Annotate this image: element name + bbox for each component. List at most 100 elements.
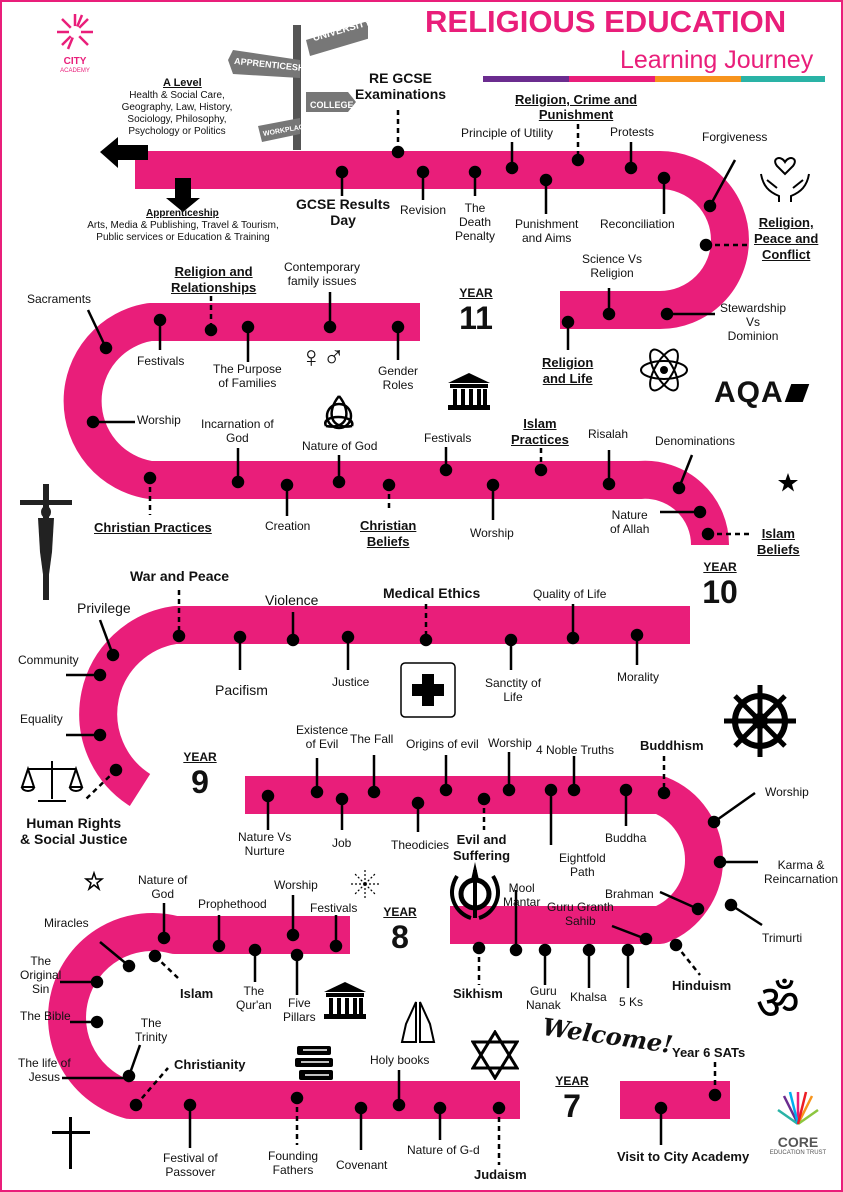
original-sin-label: The Original Sin: [20, 954, 62, 996]
school-name: CITY: [63, 56, 87, 67]
morality-label: Morality: [617, 670, 660, 684]
festivals-y10-label: Festivals: [424, 431, 472, 445]
hinduism-title: Hinduism: [672, 978, 732, 993]
covenant-label: Covenant: [336, 1158, 388, 1172]
quran-label: The Qur'an: [236, 984, 272, 1012]
brahman-label: Brahman: [605, 887, 654, 901]
worship-c-label: Worship: [137, 413, 181, 427]
pacifism-label: Pacifism: [215, 682, 268, 698]
praying-hands-icon: [400, 1001, 436, 1043]
human-rights-title: Human Rights & Social Justice: [20, 815, 128, 847]
incarnation-label: Incarnation of God: [201, 417, 274, 445]
eightfold-label: Eightfold Path: [559, 851, 606, 879]
fireworks-icon: [349, 868, 381, 900]
atom-icon: [640, 348, 688, 392]
risalah-label: Risalah: [588, 427, 629, 441]
page-title: RELIGIOUS EDUCATION: [425, 4, 787, 39]
origins-evil-label: Origins of evil: [406, 737, 479, 751]
passover-label: Festival of Passover: [163, 1151, 218, 1179]
medical-cross-icon: [400, 662, 456, 718]
trinity-knot-icon: [324, 395, 354, 430]
hands-heart-icon: [760, 157, 810, 202]
relationships-title: Religion and Relationships: [171, 264, 257, 295]
a-level-title: A Level: [163, 77, 202, 89]
buddhism-title: Buddhism: [640, 738, 704, 753]
core-burst-icon: [777, 1091, 819, 1126]
worship-i-y8-label: Worship: [274, 878, 318, 892]
gender-symbols-icon: ♀♂: [300, 341, 345, 374]
protests-label: Protests: [610, 125, 655, 139]
year6-sats-title: Year 6 SATs: [672, 1045, 746, 1060]
visit-city-academy-title: Visit to City Academy: [617, 1149, 750, 1164]
temple-icon: [448, 373, 490, 410]
science-religion-label: Science Vs Religion: [582, 252, 643, 280]
privilege-label: Privilege: [77, 600, 131, 616]
guru-granth-label: Guru Granth Sahib: [547, 900, 614, 928]
revision-label: Revision: [400, 203, 447, 217]
nature-god-label: Nature of God: [302, 439, 378, 453]
cross-icon: [52, 1117, 90, 1169]
peace-conflict-title: Religion, Peace and Conflict: [754, 215, 819, 262]
life-jesus-label: The life of Jesus: [18, 1056, 71, 1084]
forgiveness-label: Forgiveness: [702, 130, 768, 144]
community-label: Community: [18, 653, 79, 667]
equality-label: Equality: [20, 712, 63, 726]
crucifix-icon: [20, 484, 72, 600]
aqa-logo: AQA: [714, 376, 809, 410]
theodicies-label: Theodicies: [391, 838, 450, 852]
quality-life-label: Quality of Life: [533, 587, 607, 601]
apprenticeship-title: Apprenticeship: [146, 208, 219, 219]
khanda-icon: [450, 862, 500, 920]
trimurti-label: Trimurti: [762, 931, 803, 945]
svg-text:ॐ: ॐ: [756, 975, 800, 1027]
existence-evil-label: Existence of Evil: [296, 723, 349, 751]
buddha-label: Buddha: [605, 831, 647, 845]
sign-college: COLLEGE: [310, 100, 354, 110]
crime-punishment-title: Religion, Crime and Punishment: [515, 92, 638, 122]
miracles-label: Miracles: [44, 916, 89, 930]
reconciliation-label: Reconciliation: [600, 217, 675, 231]
christian-practices-title: Christian Practices: [94, 520, 212, 535]
creation-label: Creation: [265, 519, 311, 533]
sacraments-label: Sacraments: [27, 292, 92, 306]
om-icon: ॐ: [756, 975, 800, 1027]
death-penalty-label: The Death Penalty: [455, 201, 496, 243]
principle-utility-label: Principle of Utility: [461, 126, 554, 140]
gender-roles-label: Gender Roles: [378, 364, 419, 392]
star-of-david-icon: [471, 1030, 519, 1080]
judaism-title: Judaism: [474, 1167, 527, 1182]
page-subtitle: Learning Journey: [620, 46, 814, 74]
nature-nurture-label: Nature Vs Nurture: [238, 830, 292, 858]
signpost-icon: [228, 21, 368, 150]
books-icon: [295, 1046, 333, 1080]
school-sub: ACADEMY: [60, 68, 90, 74]
nature-allah-label: Nature of Allah: [610, 508, 650, 536]
job-label: Job: [332, 836, 352, 850]
five-ks-label: 5 Ks: [619, 995, 644, 1009]
prophethood-label: Prophethood: [198, 897, 267, 911]
nature-gd-label: Nature of G-d: [407, 1143, 480, 1157]
core-sub: EDUCATION TRUST: [769, 1150, 827, 1156]
war-peace-title: War and Peace: [130, 568, 230, 584]
sikhism-title: Sikhism: [453, 986, 503, 1001]
purpose-families-label: The Purpose of Families: [213, 362, 282, 390]
re-gcse-label: RE GCSE Examinations: [355, 70, 447, 102]
crescent-star-y8-icon: [60, 859, 105, 907]
gcse-results-label: GCSE Results Day: [296, 196, 391, 228]
islam-beliefs-title: Islam Beliefs: [757, 526, 800, 557]
nature-god-y8-label: Nature of God: [138, 873, 188, 901]
worship-y9-label: Worship: [488, 736, 532, 750]
trinity-label: The Trinity: [135, 1016, 168, 1044]
stewardship-label: Stewardship Vs Dominion: [720, 301, 787, 343]
five-pillars-label: Five Pillars: [283, 996, 316, 1024]
christianity-title: Christianity: [174, 1057, 246, 1072]
contemporary-label: Contemporary family issues: [284, 260, 361, 288]
religion-life-title: Religion and Life: [542, 355, 594, 386]
core-trust-logo: CORE EDUCATION TRUST: [768, 1088, 828, 1157]
bible-label: The Bible: [20, 1009, 71, 1023]
christian-beliefs-title: Christian Beliefs: [360, 518, 417, 549]
mosque-temple-icon: [324, 982, 366, 1019]
